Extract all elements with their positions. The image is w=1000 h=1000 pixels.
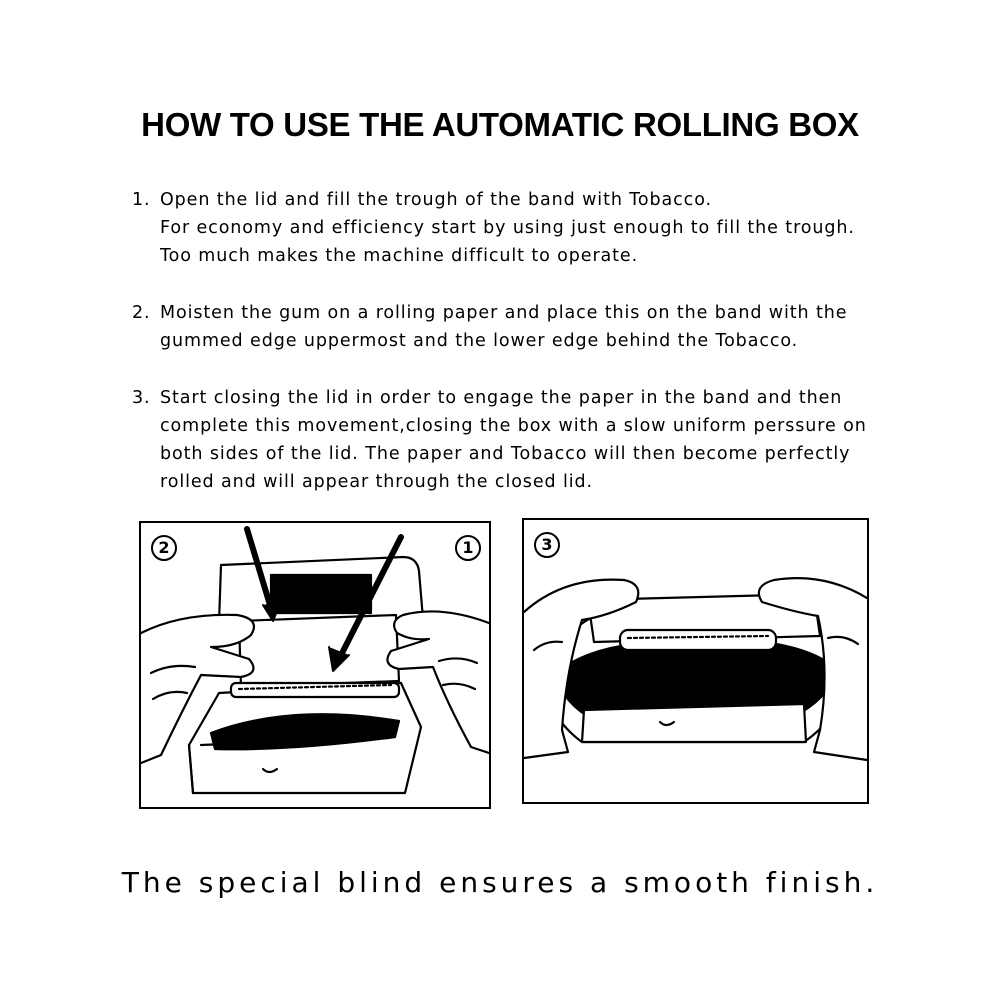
rolling-box-closing-illustration <box>524 577 867 762</box>
step-number: 1. <box>132 190 151 210</box>
step-2-badge: 2 <box>151 535 177 561</box>
step-line: gummed edge uppermost and the lower edge… <box>160 331 799 351</box>
instruction-step-1: 1. Open the lid and fill the trough of t… <box>132 186 892 270</box>
step-1-badge: 1 <box>455 535 481 561</box>
illustration-panel-step-3: 3 <box>522 518 869 804</box>
step-line: Moisten the gum on a rolling paper and p… <box>160 303 848 323</box>
step-number: 2. <box>132 303 151 323</box>
step-line: rolled and will appear through the close… <box>160 472 593 492</box>
step-3-badge: 3 <box>534 532 560 558</box>
step-line: Too much makes the machine difficult to … <box>160 246 639 266</box>
step-line: For economy and efficiency start by usin… <box>160 218 855 238</box>
step-line: Open the lid and fill the trough of the … <box>160 190 712 210</box>
instruction-step-2: 2. Moisten the gum on a rolling paper an… <box>132 299 892 355</box>
rolling-box-open-illustration <box>141 526 489 795</box>
step-number: 3. <box>132 388 151 408</box>
step-line: both sides of the lid. The paper and Tob… <box>160 444 851 464</box>
illustration-panel-steps-1-2: 2 1 <box>139 521 491 809</box>
step-line: complete this movement,closing the box w… <box>160 416 867 436</box>
footer-tagline: The special blind ensures a smooth finis… <box>121 866 879 899</box>
page-title: HOW TO USE THE AUTOMATIC ROLLING BOX <box>141 106 859 143</box>
instruction-step-3: 3. Start closing the lid in order to eng… <box>132 384 892 496</box>
instruction-list: 1. Open the lid and fill the trough of t… <box>132 186 892 525</box>
step-line: Start closing the lid in order to engage… <box>160 388 843 408</box>
